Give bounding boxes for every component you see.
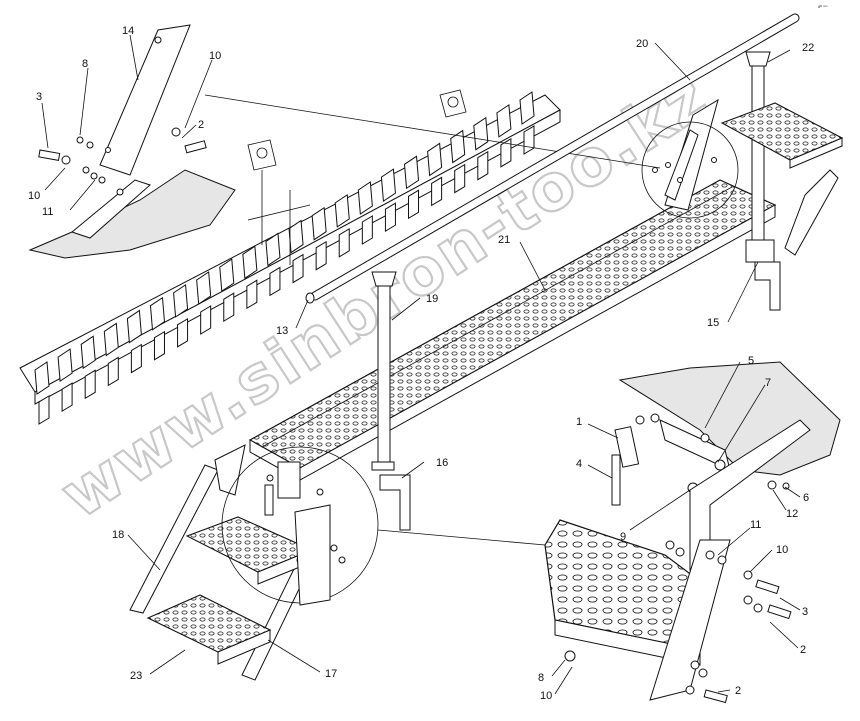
frame-lug-plate [454, 163, 466, 194]
frame-lug-plate [404, 155, 420, 190]
frame-lug-plate [107, 356, 119, 387]
label-part-8-lower: 8 [538, 672, 544, 684]
frame-lug-plate [292, 253, 304, 284]
handrail-post-front [371, 271, 397, 471]
frame-lug-plate [173, 283, 189, 318]
leader-line [204, 94, 661, 169]
frame-lug-plate [130, 343, 142, 374]
label-part-2-bottom: 2 [735, 685, 741, 697]
detail-leader-lower [377, 529, 546, 546]
frame-lug-plate [223, 292, 235, 323]
label-part-18: 18 [112, 529, 124, 541]
label-part-3-upper: 3 [36, 91, 42, 103]
label-part-14: 14 [122, 25, 134, 37]
label-part-10-upper: 10 [209, 50, 221, 62]
frame-lug-plate [57, 348, 73, 383]
frame-lug-plate [80, 335, 96, 370]
handrail-tube [305, 13, 800, 304]
detail-bracket-lower-right [544, 361, 841, 704]
handrail-post-rear [745, 51, 775, 263]
frame-lug-plate [103, 322, 119, 357]
label-part-9: 9 [620, 531, 626, 543]
label-part-2-lower: 2 [800, 644, 806, 656]
label-part-10-bottom: 10 [540, 690, 552, 702]
frame-lug-plate [38, 395, 50, 425]
detail-fasteners-lower [264, 461, 346, 606]
frame-lug-plate [473, 116, 489, 151]
frame-lug-plate [242, 245, 258, 280]
frame-lug-plate [246, 279, 258, 310]
frame-lug-plate [84, 369, 96, 400]
frame-lug-plate [500, 137, 512, 168]
frame-lug-plate [384, 202, 396, 233]
frame-lug-plate [61, 382, 73, 413]
label-part-16: 16 [436, 457, 448, 469]
label-part-11-upper: 11 [42, 206, 53, 218]
frame-lug-plate [200, 305, 212, 335]
label-part-11-lower: 11 [750, 519, 761, 531]
label-part-13: 13 [276, 325, 288, 337]
callout-leaders [41, 34, 801, 695]
frame-lug-plate [519, 91, 535, 125]
label-part-10-left: 10 [28, 190, 40, 202]
part-labels: 14 8 10 3 2 10 11 20 22 21 19 13 15 5 7 … [28, 25, 814, 702]
frame-lug-plate [361, 215, 373, 245]
frame-lug-plate [34, 361, 50, 395]
frame-lug-plate [149, 296, 165, 331]
label-part-21: 21 [498, 234, 510, 246]
label-part-20: 20 [636, 38, 648, 50]
detail-circle-upper [641, 121, 739, 219]
frame-lug-plate [450, 129, 466, 164]
label-part-17: 17 [325, 668, 337, 680]
frame-lug-plate [219, 258, 235, 293]
label-part-2-upper: 2 [198, 119, 204, 131]
post-bracket-rear [754, 261, 781, 311]
label-part-4: 4 [576, 458, 582, 470]
label-part-12: 12 [786, 508, 798, 520]
frame-lug-plate [380, 168, 396, 203]
frame-lug-plate [427, 142, 443, 177]
frame-lug-plate [315, 240, 327, 271]
frame-lug-plate [496, 103, 512, 138]
label-part-7: 7 [765, 377, 771, 389]
frame-lug-plate [177, 317, 189, 348]
detail-fasteners-upper [652, 129, 717, 201]
detail-bracket-upper-left [28, 24, 236, 259]
frame-lug-plate [269, 266, 281, 297]
frame-lug-plate [196, 271, 212, 305]
frame-lug-plate [334, 193, 350, 228]
label-part-5: 5 [748, 355, 754, 367]
frame-lug-plate [357, 181, 373, 215]
frame-lug-plate [408, 189, 420, 220]
label-part-8-upper: 8 [82, 58, 88, 70]
frame-lug-plate [153, 330, 165, 361]
frame-lug-plate [477, 150, 489, 181]
label-part-23: 23 [130, 670, 142, 682]
frame-lug-plate [126, 309, 142, 344]
label-part-22: 22 [802, 42, 814, 54]
frame-lug-plate [338, 227, 350, 258]
label-part-6: 6 [803, 492, 809, 504]
label-part-10-lower: 10 [776, 544, 788, 556]
frame-lug-plate [311, 206, 327, 241]
label-part-1: 1 [576, 416, 582, 428]
frame-lug-plate [431, 176, 443, 207]
label-part-19: 19 [426, 293, 438, 305]
label-part-3-lower: 3 [802, 606, 808, 618]
label-part-15: 15 [707, 317, 719, 329]
frame-lug-plate [265, 232, 281, 267]
corner-code: 8ᴿ ᵒᵒᵒ [818, 4, 828, 9]
post-bracket-front [379, 474, 411, 531]
